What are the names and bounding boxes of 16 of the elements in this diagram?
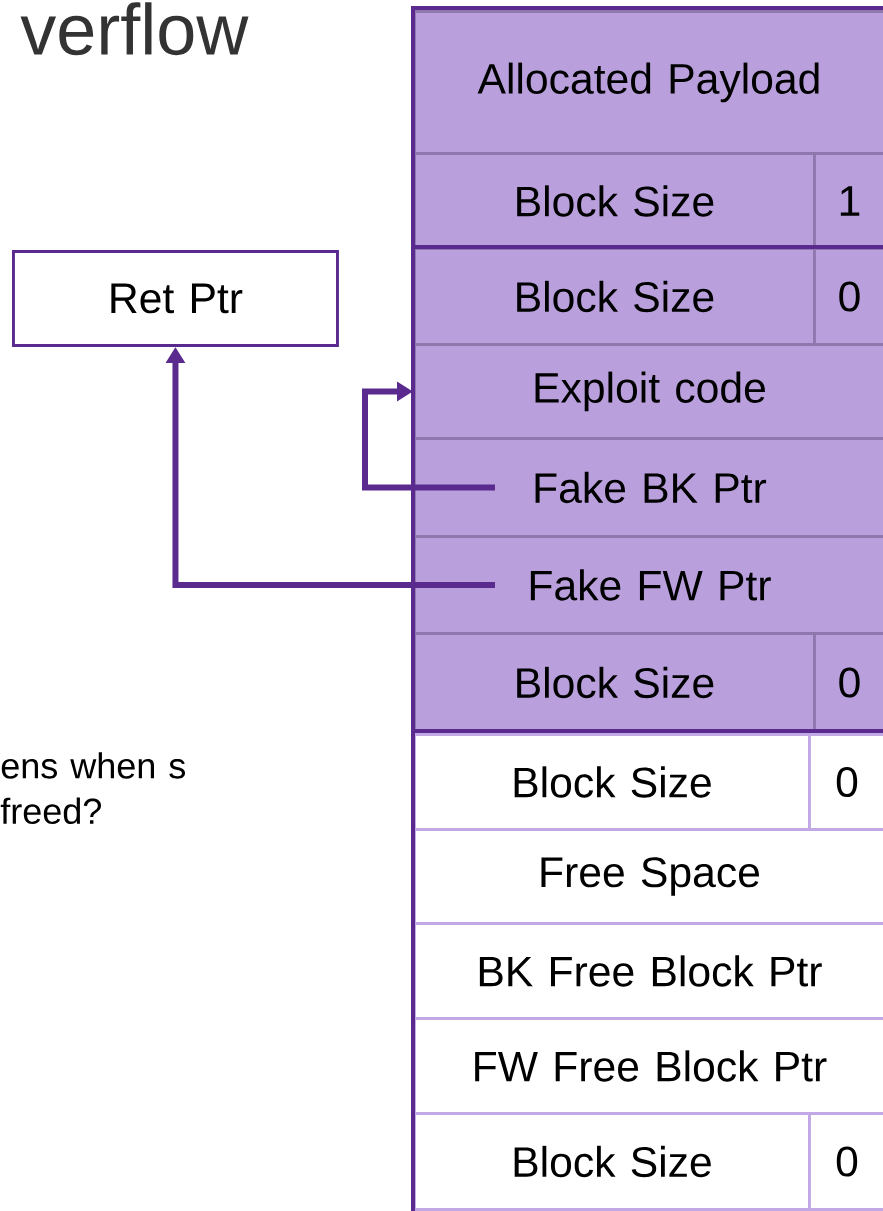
arrow (362, 381, 495, 491)
flag-cell: 1 (813, 152, 883, 250)
flag-cell: 0 (808, 1112, 883, 1211)
question-text: ens when s freed? (0, 752, 185, 825)
memory-cell: BK Free Block Ptr (413, 922, 883, 1020)
flag-cell: 0 (813, 247, 883, 346)
title: verflow (20, 2, 249, 56)
pointer-box: Ret Ptr (12, 250, 339, 347)
memory-cell: Fake BK Ptr (413, 437, 883, 538)
memory-cell: Allocated Payload (413, 10, 883, 155)
memory-cell: FW Free Block Ptr (413, 1017, 883, 1115)
memory-cell: Block Size (413, 1112, 811, 1211)
flag-cell: 0 (808, 733, 883, 831)
flag-cell: 0 (813, 632, 883, 733)
memory-cell: Free Space (413, 828, 883, 925)
memory-cell: Block Size (413, 733, 811, 831)
